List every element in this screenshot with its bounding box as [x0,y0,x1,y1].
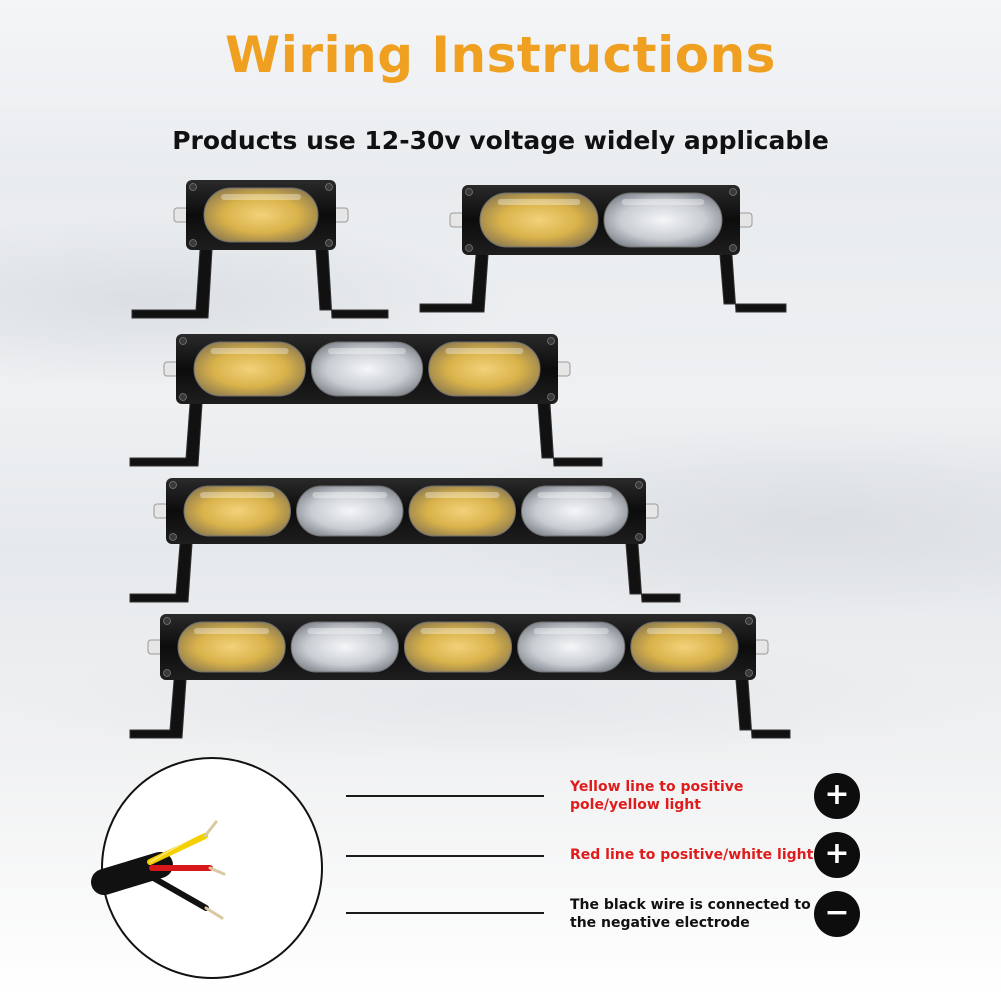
screw [163,617,171,625]
mounting-bracket-left [131,249,213,319]
lens-highlight [445,348,524,354]
screw [169,481,177,489]
screw [325,239,333,247]
light-bar-4-lens [129,478,681,603]
mounting-bracket-left [129,679,187,739]
red-wire-label: Red line to positive/white light [570,847,814,863]
lens-highlight [537,492,613,498]
lens-highlight [533,628,609,634]
screw [169,533,177,541]
bar-lens [290,621,399,673]
screw [189,183,197,191]
screw [163,669,171,677]
yellow-wire-label: Yellow line to positive pole/yellow ligh… [570,779,744,813]
mounting-bracket-right [315,249,389,319]
lens-highlight [307,628,383,634]
lens-highlight [328,348,406,354]
page-subtitle: Products use 12-30v voltage widely appli… [172,126,829,155]
screw [179,393,187,401]
bar-lens [193,341,306,397]
lens-highlight [199,492,275,498]
bar-housing [166,478,646,544]
plus-sign: + [824,836,850,871]
leader-line-black [346,912,544,914]
plus-icon: + [814,773,860,819]
screw [547,393,555,401]
bar-lens [310,341,424,397]
bar-lens [428,341,541,397]
screw [745,617,753,625]
screw [179,337,187,345]
lens-highlight [194,628,270,634]
leader-line-yellow [346,795,544,797]
mounting-bracket-right [537,403,603,467]
black-wire-label: The black wire is connected to the negat… [570,897,811,931]
screw [547,337,555,345]
mounting-bracket-left [129,543,193,603]
leader-line-red [346,855,544,857]
screw [465,244,473,252]
lens-highlight [424,492,500,498]
bar-lens [408,485,516,537]
bar-lens [183,485,291,537]
plus-sign: + [824,777,850,812]
mounting-bracket-left [419,254,489,313]
mounting-bracket-right [625,543,681,603]
bar-lens [177,621,286,673]
screw [635,533,643,541]
mounting-bracket-right [719,254,787,313]
light-bar-5-lens [129,614,791,739]
bar-lens [521,485,629,537]
lens-highlight [497,199,581,205]
bar-lens [630,621,739,673]
mounting-bracket-right [735,679,791,739]
bar-lens [479,192,599,248]
bar-lens [603,192,723,248]
bar-lens [203,187,319,243]
screw [729,188,737,196]
screw [635,481,643,489]
minus-icon: − [814,891,860,937]
light-bar-2-lens [419,185,787,313]
bar-lens [517,621,626,673]
lens-highlight [221,194,301,200]
mounting-bracket-left [129,403,203,467]
cable-icon [91,820,226,920]
screw [745,669,753,677]
bar-lens [296,485,404,537]
screw [325,183,333,191]
screw [729,244,737,252]
screw [465,188,473,196]
black-wire [147,873,209,911]
lens-highlight [210,348,289,354]
light-bar-1-lens [131,180,389,319]
screw [189,239,197,247]
minus-sign: − [824,895,850,930]
page-title: Wiring Instructions [225,26,776,84]
lens-highlight [420,628,496,634]
light-bar-3-lens [129,334,603,467]
bar-lens [403,621,513,673]
plus-icon: + [814,832,860,878]
lens-highlight [621,199,705,205]
lens-highlight [646,628,722,634]
lens-highlight [312,492,388,498]
